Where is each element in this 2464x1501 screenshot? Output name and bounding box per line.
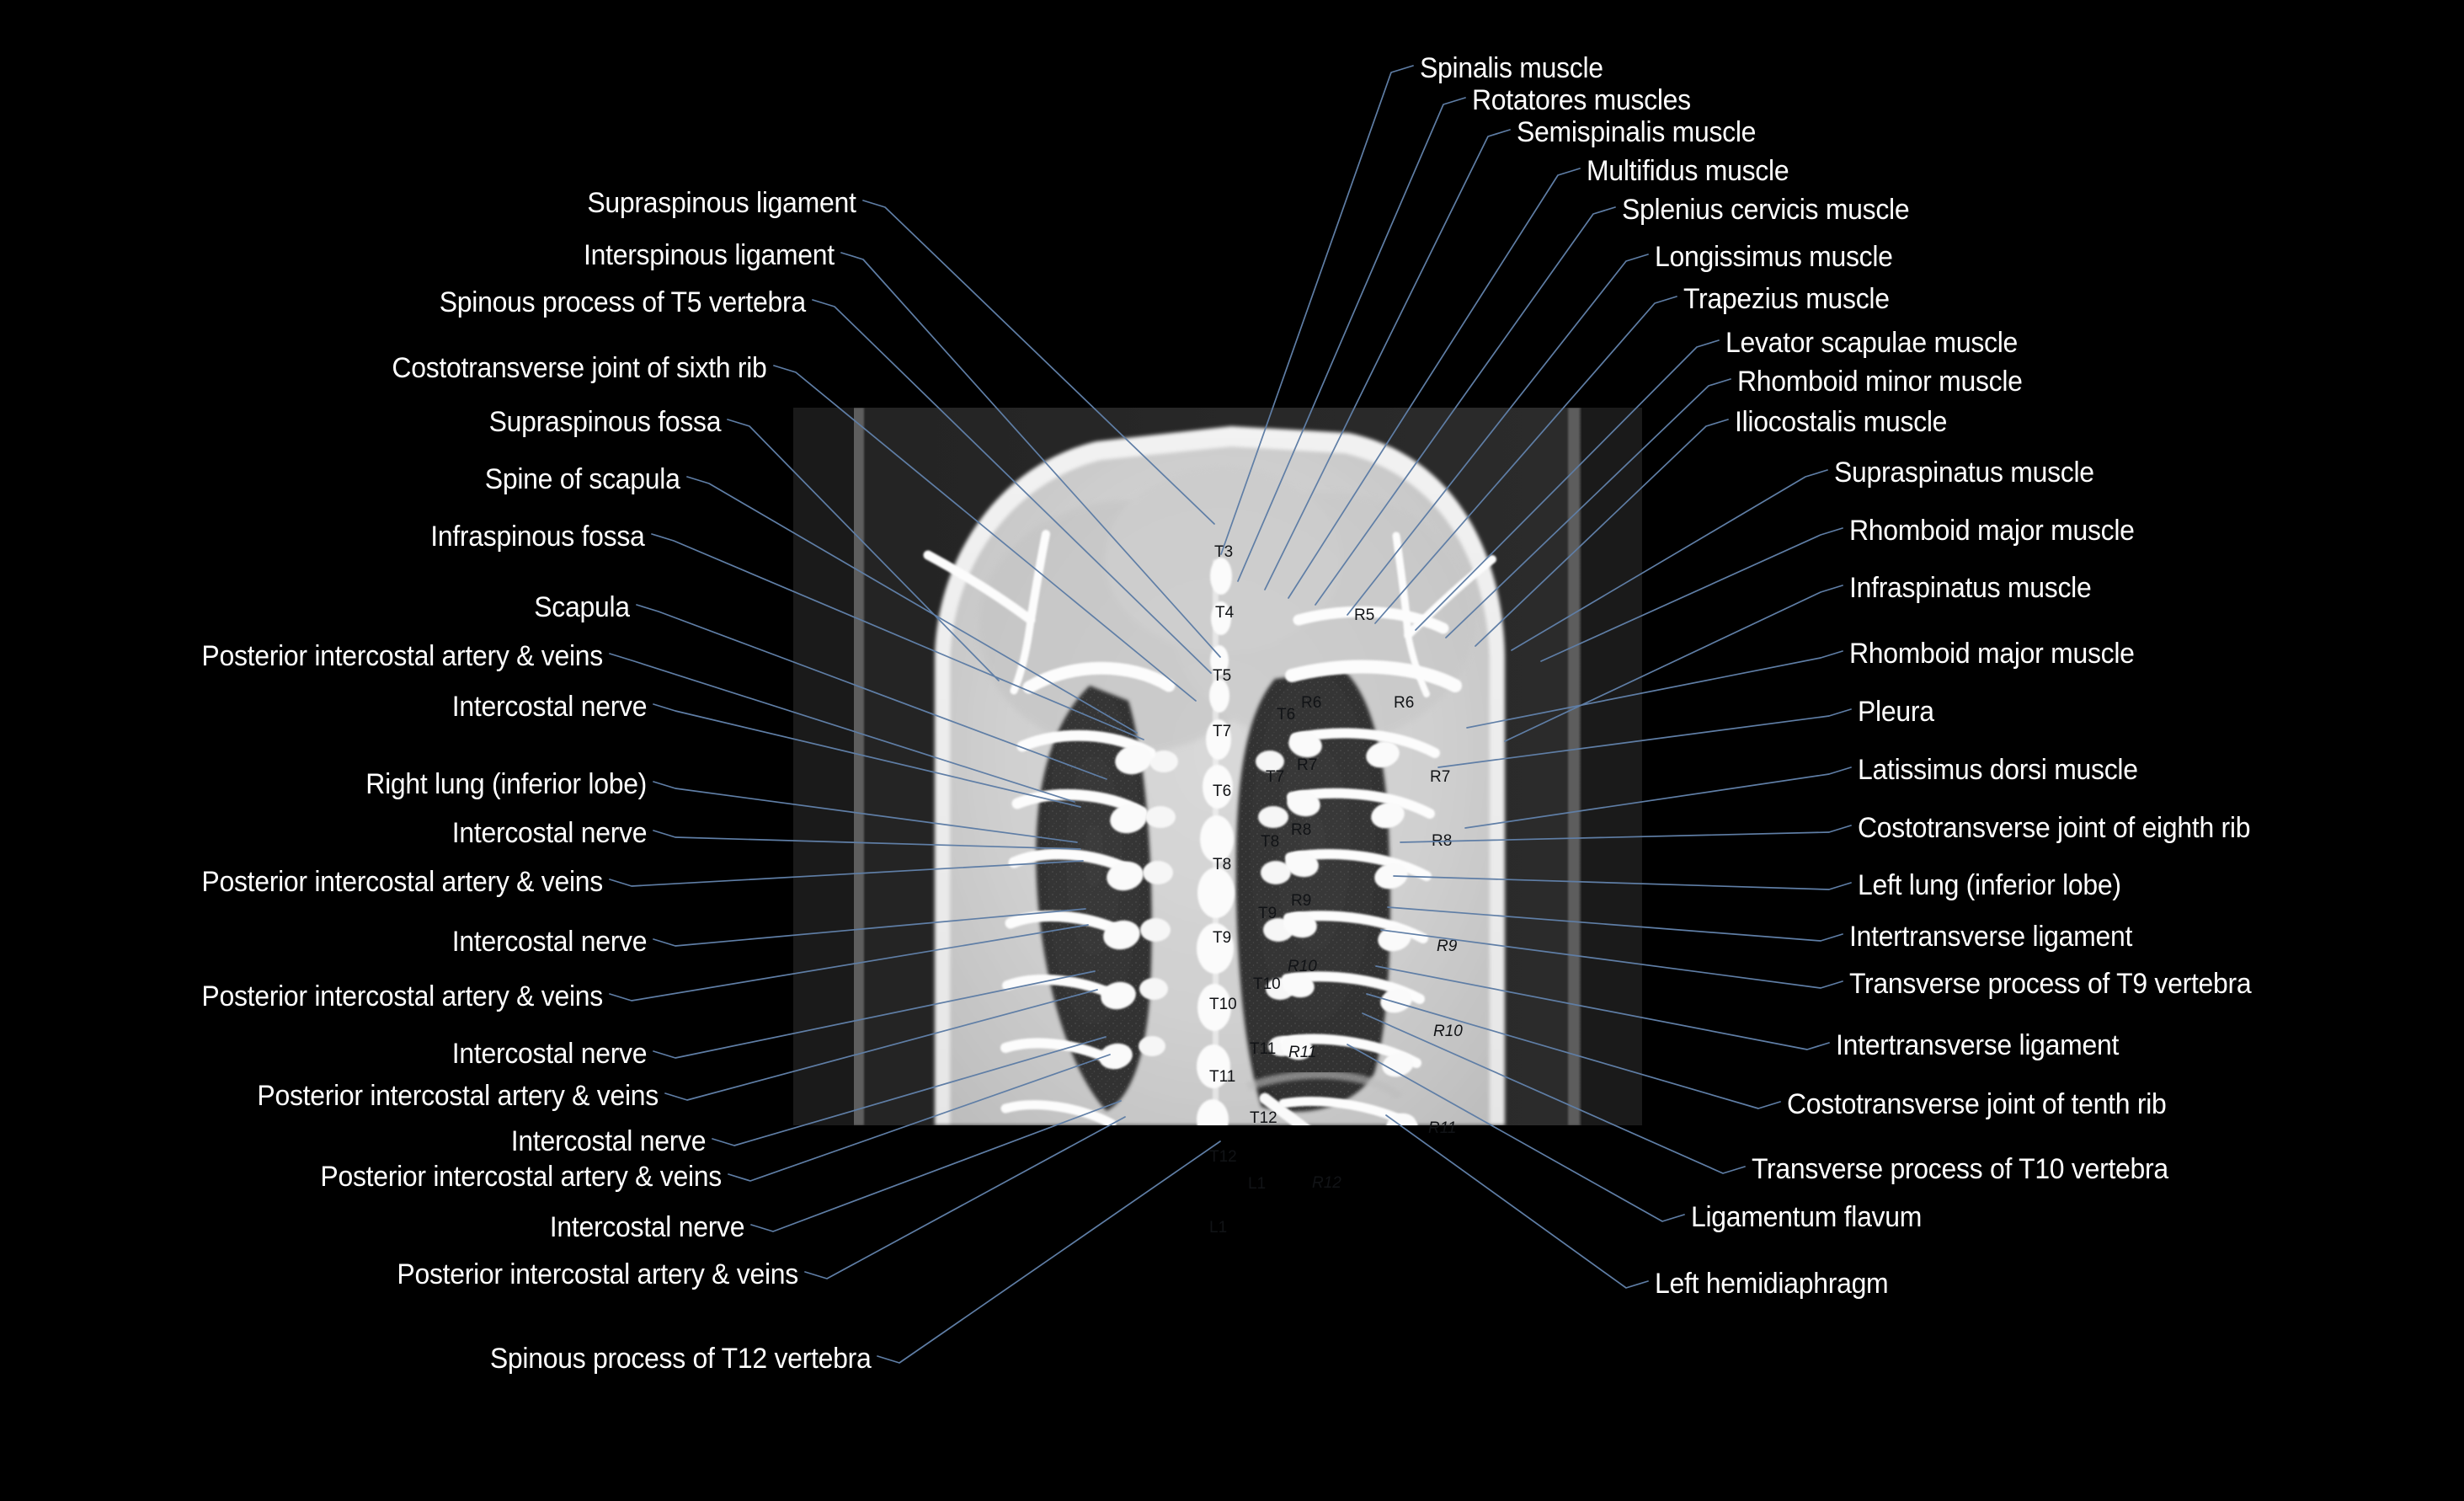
annotation-label: Posterior intercostal artery & veins	[201, 980, 603, 1012]
annotation-label: Intertransverse ligament	[1849, 921, 2133, 953]
ct-label-t11: T11	[1209, 1068, 1236, 1086]
ct-label-t7: T7	[1266, 768, 1285, 786]
ct-label-r5: R5	[1354, 606, 1375, 624]
ct-label-t7: T7	[1213, 723, 1232, 740]
ct-label-t9: T9	[1258, 905, 1277, 922]
annotation-label: Costotransverse joint of eighth rib	[1858, 812, 2251, 844]
annotation-label: Left lung (inferior lobe)	[1858, 869, 2121, 901]
ct-label-r7: R7	[1297, 756, 1318, 774]
ct-label-t3: T3	[1214, 543, 1234, 561]
annotation-label: Supraspinatus muscle	[1834, 457, 2094, 489]
ct-label-t12: T12	[1250, 1109, 1277, 1127]
ct-label-t6: T6	[1213, 783, 1232, 800]
annotation-label: Longissimus muscle	[1655, 241, 1893, 273]
annotation-label: Intercostal nerve	[451, 817, 648, 849]
annotation-label: Spinalis muscle	[1420, 52, 1603, 84]
annotation-label: Intercostal nerve	[510, 1125, 707, 1157]
annotation-label: Scapula	[534, 591, 630, 623]
annotation-label: Left hemidiaphragm	[1655, 1268, 1889, 1300]
ct-label-t8: T8	[1213, 856, 1232, 873]
annotation-label: Supraspinous ligament	[587, 187, 856, 219]
ct-label-t10: T10	[1209, 996, 1237, 1013]
annotation-label: Trapezius muscle	[1683, 283, 1890, 315]
annotation-label: Ligamentum flavum	[1691, 1201, 1923, 1233]
ct-label-r9: R9	[1291, 892, 1312, 910]
annotation-label: Posterior intercostal artery & veins	[257, 1080, 659, 1112]
annotation-label: Supraspinous fossa	[488, 406, 721, 438]
annotation-label: Posterior intercostal artery & veins	[201, 866, 603, 898]
ct-label-r7: R7	[1430, 768, 1451, 786]
ct-label-t8: T8	[1261, 833, 1280, 851]
annotation-label: Rhomboid major muscle	[1849, 638, 2135, 670]
ct-label-t5: T5	[1213, 667, 1232, 685]
annotation-label: Multifidus muscle	[1587, 155, 1789, 187]
annotation-label: Spine of scapula	[485, 463, 680, 495]
annotation-label: Latissimus dorsi muscle	[1858, 754, 2138, 786]
annotation-label: Costotransverse joint of tenth rib	[1787, 1088, 2167, 1120]
annotation-label: Right lung (inferior lobe)	[365, 768, 647, 800]
ct-label-l1: L1	[1209, 1219, 1228, 1237]
ct-label-r10: R10	[1433, 1023, 1463, 1040]
annotation-label: Spinous process of T12 vertebra	[489, 1343, 871, 1375]
annotation-label: Spinous process of T5 vertebra	[439, 286, 806, 318]
annotation-label: Rhomboid major muscle	[1849, 515, 2135, 547]
ct-scan-image	[793, 408, 1642, 1125]
annotation-label: Splenius cervicis muscle	[1622, 194, 1910, 226]
ct-label-r12: R12	[1312, 1174, 1341, 1192]
annotation-label: Infraspinatus muscle	[1849, 572, 2092, 604]
leader-line	[1385, 1114, 1649, 1289]
ct-label-l1: L1	[1248, 1175, 1267, 1193]
ct-label-r11: R11	[1428, 1119, 1457, 1137]
annotation-label: Rhomboid minor muscle	[1737, 366, 2023, 398]
annotation-label: Pleura	[1858, 696, 1934, 728]
annotation-label: Intercostal nerve	[451, 691, 648, 723]
ct-label-t6: T6	[1277, 706, 1296, 724]
annotation-label: Infraspinous fossa	[430, 521, 646, 553]
ct-label-t12: T12	[1209, 1148, 1237, 1166]
annotation-label: Posterior intercostal artery & veins	[201, 640, 603, 672]
annotation-label: Costotransverse joint of sixth rib	[392, 352, 767, 384]
ct-label-t9: T9	[1213, 929, 1232, 947]
annotation-label: Iliocostalis muscle	[1735, 406, 1948, 438]
ct-label-t10: T10	[1253, 975, 1281, 993]
ct-label-t11: T11	[1250, 1040, 1277, 1058]
annotation-label: Transverse process of T9 vertebra	[1849, 968, 2252, 1000]
annotation-label: Semispinalis muscle	[1517, 116, 1757, 148]
annotation-label: Intercostal nerve	[451, 1038, 648, 1070]
ct-label-r6: R6	[1394, 694, 1415, 712]
annotation-label: Intercostal nerve	[549, 1211, 745, 1243]
annotation-label: Posterior intercostal artery & veins	[320, 1161, 722, 1193]
annotation-label: Rotatores muscles	[1472, 84, 1691, 116]
ct-label-t4: T4	[1215, 604, 1235, 622]
ct-label-r8: R8	[1432, 832, 1453, 850]
ct-label-r9: R9	[1437, 937, 1458, 955]
leader-line	[804, 1116, 1126, 1279]
annotation-label: Levator scapulae muscle	[1725, 327, 2019, 359]
annotation-label: Intertransverse ligament	[1836, 1029, 2120, 1061]
annotation-label: Interspinous ligament	[584, 239, 835, 271]
ct-label-r11: R11	[1288, 1044, 1317, 1061]
ct-label-r8: R8	[1291, 821, 1312, 839]
annotation-label: Transverse process of T10 vertebra	[1752, 1153, 2168, 1185]
ct-label-r6: R6	[1301, 694, 1322, 712]
annotation-label: Posterior intercostal artery & veins	[397, 1258, 798, 1290]
annotation-label: Intercostal nerve	[451, 926, 648, 958]
ct-label-r10: R10	[1288, 958, 1317, 975]
leader-line	[877, 1140, 1221, 1364]
